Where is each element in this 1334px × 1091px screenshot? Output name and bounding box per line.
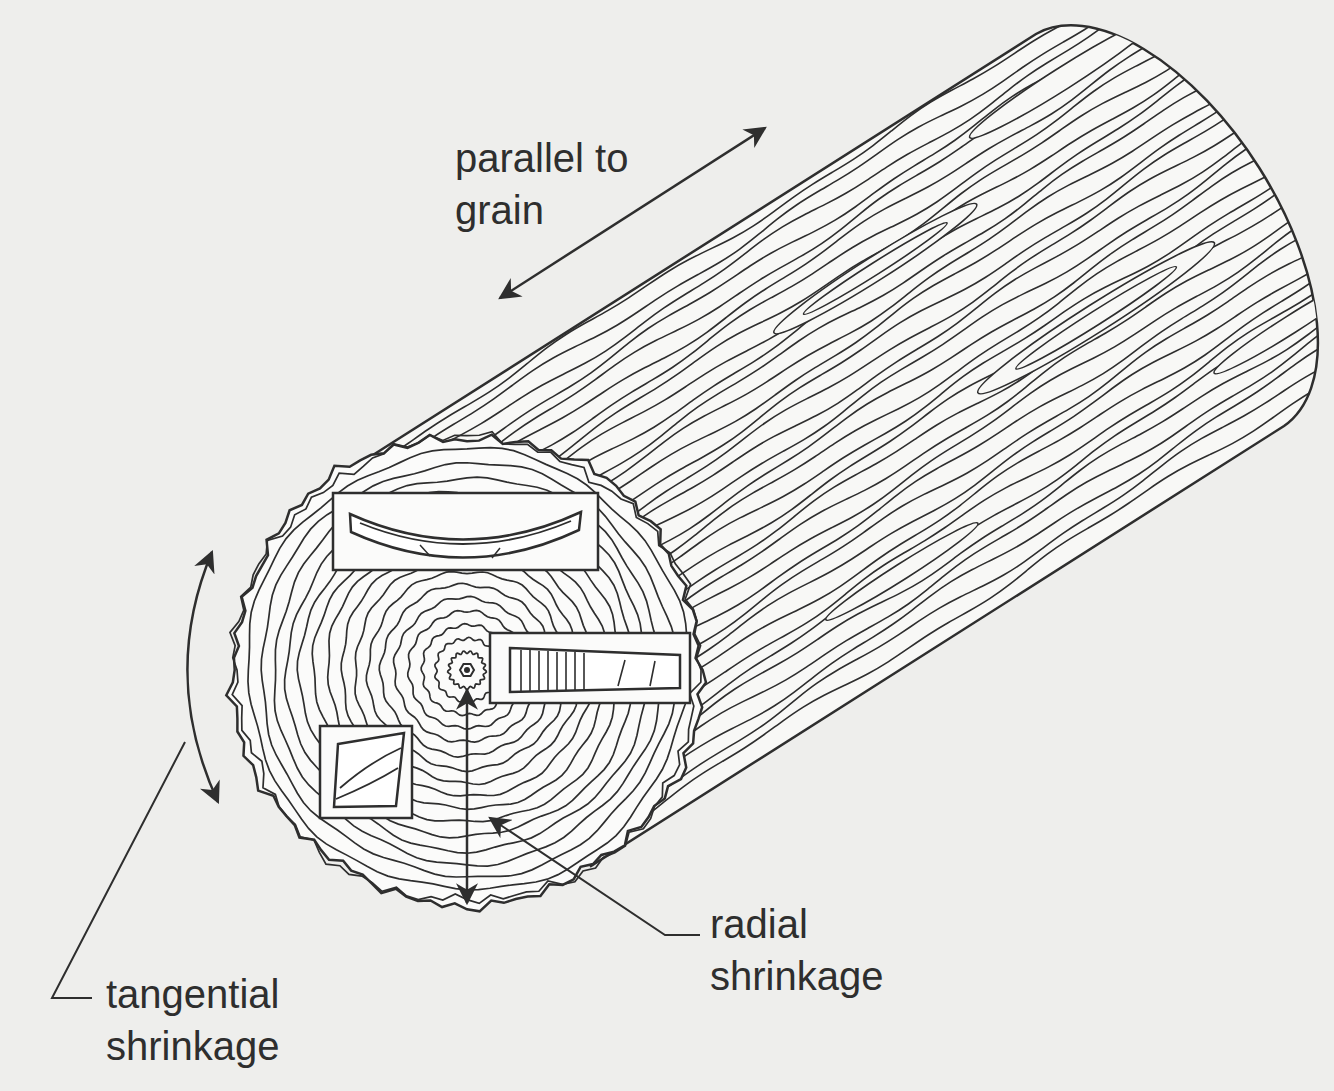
label-text: parallel to grain [455, 132, 695, 236]
leader-line [52, 742, 185, 998]
grain-loop [822, 516, 983, 626]
leader-line [490, 818, 700, 935]
grain-line [574, 331, 1334, 838]
growth-ring [248, 448, 690, 890]
growth-ring [448, 651, 487, 689]
label-text: tangential shrinkage [106, 968, 338, 1072]
grain-loop [768, 194, 983, 343]
label-text: radial shrinkage [710, 898, 950, 1002]
grain-loop [970, 231, 1221, 405]
grain-line [360, 0, 1168, 502]
growth-ring [230, 432, 701, 904]
diamond-piece [320, 726, 412, 818]
tapered-board-piece [490, 633, 690, 703]
pith [460, 664, 474, 676]
cupped-board-piece [333, 493, 598, 570]
tangential-arrow [187, 552, 218, 802]
grain-line [356, 0, 1161, 494]
grain-loop [964, 10, 1162, 147]
grain-line [584, 337, 1334, 854]
grain-loop [1012, 261, 1180, 375]
grain-line [509, 215, 1315, 736]
grain-loop [800, 218, 950, 319]
end-grain-rings [226, 432, 706, 912]
radial-arrow [466, 690, 469, 903]
grain-loop [1209, 269, 1334, 381]
